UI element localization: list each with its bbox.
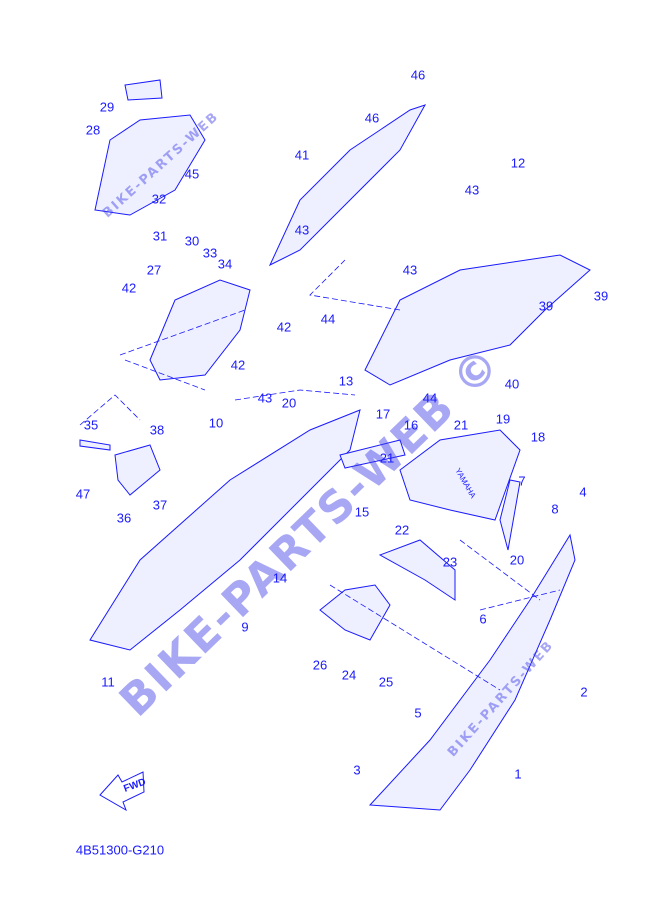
part-27-cover (149, 279, 251, 381)
callout-43[interactable]: 43 (257, 390, 273, 406)
callout-43[interactable]: 43 (402, 262, 418, 278)
callout-10[interactable]: 10 (208, 415, 224, 431)
callout-42[interactable]: 42 (276, 319, 292, 335)
callout-20[interactable]: 20 (281, 395, 297, 411)
callout-39[interactable]: 39 (593, 288, 609, 304)
callout-22[interactable]: 22 (394, 522, 410, 538)
part-41-rail (268, 104, 427, 267)
callout-30[interactable]: 30 (184, 233, 200, 249)
callout-13[interactable]: 13 (338, 373, 354, 389)
callout-42[interactable]: 42 (121, 280, 137, 296)
callout-35[interactable]: 35 (83, 417, 99, 433)
callout-44[interactable]: 44 (320, 311, 336, 327)
callout-20[interactable]: 20 (509, 552, 525, 568)
part-29-cap (124, 79, 163, 101)
callout-9[interactable]: 9 (241, 619, 249, 635)
callout-45[interactable]: 45 (184, 166, 200, 182)
part-code: 4B51300-G210 (75, 842, 165, 858)
callout-31[interactable]: 31 (152, 228, 168, 244)
callout-18[interactable]: 18 (530, 429, 546, 445)
callout-1[interactable]: 1 (514, 766, 522, 782)
callout-6[interactable]: 6 (479, 611, 487, 627)
callout-46[interactable]: 46 (410, 67, 426, 83)
callout-42[interactable]: 42 (230, 357, 246, 373)
callout-4[interactable]: 4 (579, 484, 587, 500)
callout-19[interactable]: 19 (495, 411, 511, 427)
part-40-side-cover (364, 254, 591, 386)
callout-43[interactable]: 43 (464, 182, 480, 198)
callout-14[interactable]: 14 (272, 570, 288, 586)
part-35-rod (79, 439, 111, 451)
callout-15[interactable]: 15 (354, 504, 370, 520)
callout-8[interactable]: 8 (551, 501, 559, 517)
callout-43[interactable]: 43 (294, 222, 310, 238)
callout-29[interactable]: 29 (99, 99, 115, 115)
part-28-panel (94, 114, 206, 216)
callout-11[interactable]: 11 (101, 674, 115, 690)
part-24-inner (319, 584, 391, 641)
callout-21[interactable]: 21 (453, 417, 469, 433)
part-7-strip (499, 479, 521, 551)
callout-3[interactable]: 3 (353, 762, 361, 778)
callout-5[interactable]: 5 (414, 705, 422, 721)
callout-12[interactable]: 12 (510, 155, 526, 171)
callout-27[interactable]: 27 (146, 262, 162, 278)
part-9-floor (89, 409, 361, 651)
part-1-side-panel (368, 533, 576, 811)
callout-44[interactable]: 44 (422, 390, 438, 406)
callout-46[interactable]: 46 (364, 110, 380, 126)
callout-39[interactable]: 39 (538, 298, 554, 314)
callout-38[interactable]: 38 (149, 422, 165, 438)
part-16-strip (339, 439, 406, 469)
part-18-seat-cover (399, 429, 521, 521)
callout-23[interactable]: 23 (442, 554, 458, 570)
callout-26[interactable]: 26 (312, 657, 328, 673)
callout-16[interactable]: 16 (403, 417, 419, 433)
part-36-bracket (114, 444, 161, 496)
fwd-arrow-icon (99, 771, 145, 812)
callout-7[interactable]: 7 (518, 473, 526, 489)
callout-24[interactable]: 24 (341, 667, 357, 683)
callout-21[interactable]: 21 (379, 450, 395, 466)
callout-25[interactable]: 25 (378, 674, 394, 690)
callout-41[interactable]: 41 (294, 147, 310, 163)
callout-36[interactable]: 36 (116, 510, 132, 526)
part-22-bracket (378, 539, 456, 601)
callout-17[interactable]: 17 (375, 406, 391, 422)
callout-33[interactable]: 33 (202, 245, 218, 261)
callout-37[interactable]: 37 (152, 497, 168, 513)
callout-47[interactable]: 47 (75, 486, 91, 502)
callout-2[interactable]: 2 (580, 684, 588, 700)
callout-28[interactable]: 28 (85, 122, 101, 138)
callout-40[interactable]: 40 (504, 376, 520, 392)
callout-34[interactable]: 34 (217, 256, 233, 272)
callout-32[interactable]: 32 (151, 191, 167, 207)
